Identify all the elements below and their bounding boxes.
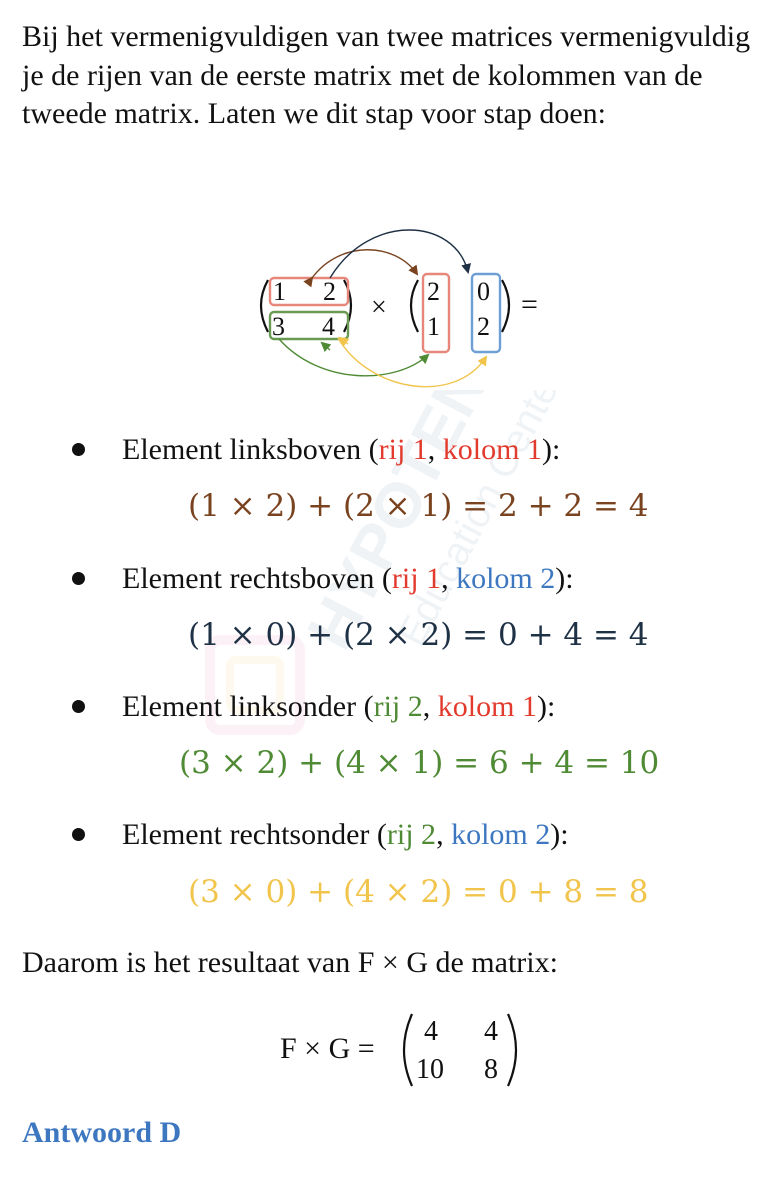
bullet-icon (72, 443, 85, 456)
step-col: kolom 2 (451, 818, 551, 851)
step-label: Element rechtsboven (rij 1, kolom 2): (122, 561, 574, 597)
matrix-f-entry: 4 (322, 312, 335, 341)
arrow-row1-col2 (329, 229, 471, 279)
step-item: Element rechtsboven (rij 1, kolom 2): (0, 561, 764, 601)
step-item: Element linksboven (rij 1, kolom 1): (0, 432, 764, 472)
step-sep: , (441, 562, 457, 595)
step-col: kolom 2 (456, 562, 556, 595)
step-row: rij 2 (373, 690, 423, 723)
result-entry: 4 (484, 1016, 498, 1047)
column-2-highlight (470, 272, 502, 354)
bullet-icon (72, 572, 85, 585)
step-suffix: ): (555, 562, 574, 595)
result-entry: 4 (424, 1016, 438, 1047)
step-row: rij 2 (386, 818, 437, 851)
step-prefix: Element linksonder ( (122, 690, 374, 723)
matrix-f-entry: 2 (323, 277, 336, 306)
result-left-bracket (402, 1013, 414, 1087)
matrix-f-entry: 3 (272, 312, 285, 341)
step-suffix: ): (541, 433, 561, 466)
result-entry: 10 (416, 1054, 444, 1085)
matrix-f-entry: 1 (273, 277, 286, 306)
step-formula: (1 × 0) + (2 × 2) = 0 + 4 = 4 (188, 617, 649, 653)
column-1-highlight (421, 272, 451, 354)
arrow-row1-col1 (303, 249, 419, 288)
step-col: kolom 1 (442, 433, 542, 466)
arrow-green-tail (320, 341, 332, 353)
arrow-row2-col1 (278, 338, 430, 377)
bullet-icon (72, 828, 85, 841)
step-col: kolom 1 (437, 690, 537, 723)
step-formula: (3 × 2) + (4 × 1) = 6 + 4 = 10 (179, 745, 660, 781)
equals-sign: = (521, 288, 538, 321)
answer-text: Antwoord D (22, 1116, 182, 1149)
step-item: Element linksonder (rij 2, kolom 1): (0, 689, 764, 729)
result-equation: F × G = 4 4 10 8 (280, 1013, 518, 1087)
step-item: Element rechtsonder (rij 2, kolom 2): (0, 817, 764, 857)
matrix-g-left-bracket (409, 279, 419, 333)
times-sign: × (371, 292, 387, 323)
step-sep: , (436, 818, 452, 851)
step-formula: (3 × 0) + (4 × 2) = 0 + 8 = 8 (188, 874, 649, 910)
matrix-g-entry: 2 (477, 312, 490, 341)
matrix-g-right-bracket (501, 279, 511, 333)
intro-paragraph: Bij het vermenigvuldigen van twee matric… (22, 20, 751, 130)
step-prefix: Element rechtsonder ( (122, 818, 387, 851)
matrix-f-left-bracket (259, 279, 269, 333)
step-sep: , (422, 690, 438, 723)
step-row: rij 1 (391, 562, 442, 595)
conclusion-text: Daarom is het resultaat van F × G de mat… (22, 946, 558, 979)
step-prefix: Element rechtsboven ( (122, 562, 392, 595)
step-label: Element rechtsonder (rij 2, kolom 2): (122, 817, 569, 853)
step-label: Element linksonder (rij 2, kolom 1): (122, 689, 555, 725)
step-formula: (1 × 2) + (2 × 1) = 2 + 2 = 4 (188, 488, 649, 524)
result-entry: 8 (484, 1054, 498, 1085)
result-lhs: F × G = (280, 1032, 375, 1065)
bullet-icon (72, 700, 85, 713)
arrow-row2-col2 (337, 337, 488, 388)
arrow-yellow-tail (338, 336, 350, 347)
step-prefix: Element linksboven ( (122, 433, 379, 466)
matrix-g-entry: 2 (427, 277, 440, 306)
step-sep: , (427, 433, 443, 466)
multiplication-diagram: 1 2 3 4 × 2 0 1 2 = (259, 229, 538, 388)
matrix-g-entry: 1 (427, 312, 440, 341)
step-suffix: ): (550, 818, 569, 851)
step-row: rij 1 (378, 433, 428, 466)
step-suffix: ): (536, 690, 556, 723)
step-label: Element linksboven (rij 1, kolom 1): (122, 432, 560, 468)
result-right-bracket (506, 1013, 518, 1087)
row-2-highlight (268, 310, 350, 341)
matrix-g-entry: 0 (477, 277, 490, 306)
